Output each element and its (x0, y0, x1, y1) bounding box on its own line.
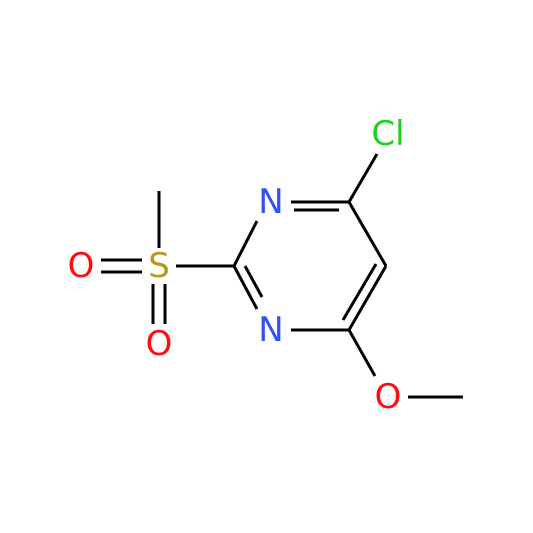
bond-c6-o-methoxy (347, 329, 377, 377)
bond-layer (101, 153, 463, 399)
bond-c5-c4 (347, 201, 388, 267)
atom-oxygen-sulfonyl-left: O (68, 246, 95, 286)
atom-nitrogen-top: N (258, 182, 283, 222)
bond-c2-n1-second (243, 265, 264, 298)
atom-sulfur: S (148, 246, 170, 286)
atom-nitrogen-bottom: N (258, 310, 283, 350)
bond-c6-c5 (347, 265, 388, 331)
bond-c2-n1 (232, 265, 259, 310)
atom-oxygen-methoxy: O (375, 377, 402, 417)
bond-n3-c2 (232, 220, 259, 267)
atom-oxygen-sulfonyl-bottom: O (146, 324, 173, 364)
bond-c6-c5-second (341, 263, 378, 321)
atom-label-layer: Cl N N S O O O (68, 114, 405, 417)
atom-chlorine: Cl (371, 114, 404, 154)
bond-c4-cl (347, 153, 379, 203)
